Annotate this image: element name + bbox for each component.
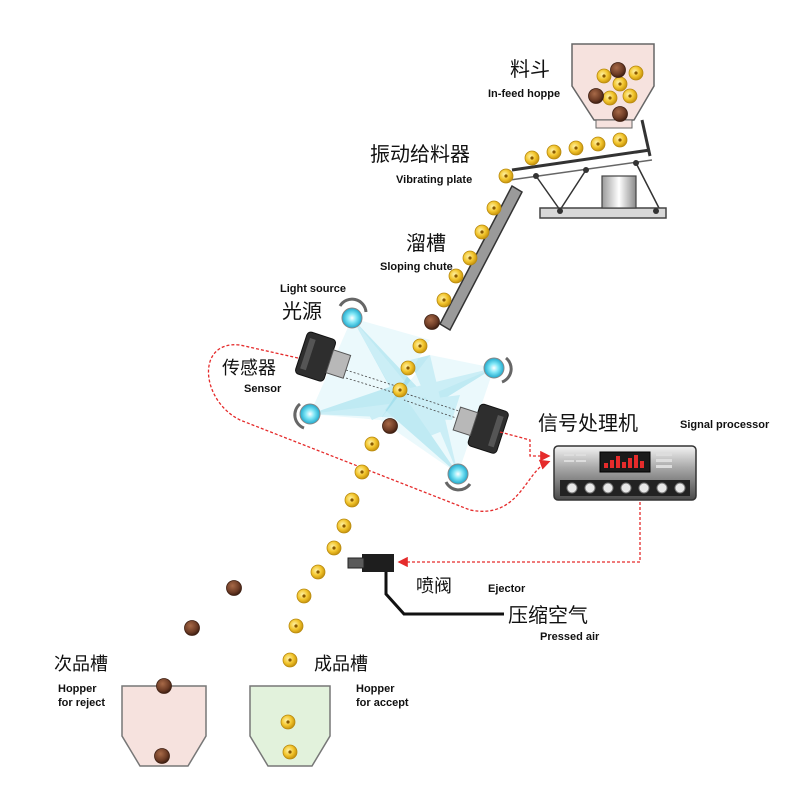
grain-icon-center xyxy=(634,71,638,75)
label-hopper: 料斗 In-feed hoppe xyxy=(488,57,560,100)
grain-icon-defective xyxy=(612,106,628,122)
camera-sensor-icon-right xyxy=(452,403,509,454)
accept-hopper-label-en1: Hopper xyxy=(356,683,395,695)
label-chute: 溜槽 Sloping chute xyxy=(380,231,453,273)
reject-hopper-label-zh: 次品槽 xyxy=(54,654,108,675)
label-vibrating-plate: 振动给料器 Vibrating plate xyxy=(370,142,472,186)
sloping-chute xyxy=(439,184,523,332)
vibrating-plate-label-en: Vibrating plate xyxy=(396,174,472,186)
grain-icon-center xyxy=(492,206,496,210)
grain-icon-defective xyxy=(424,314,440,330)
lamp-icon-right xyxy=(483,356,513,384)
label-sensor: 传感器 Sensor xyxy=(222,358,282,395)
lamp-icon-left xyxy=(293,402,321,430)
grain-icon-center xyxy=(530,156,534,160)
grain-icon-defective xyxy=(226,580,242,596)
ejector-valve-icon xyxy=(347,554,504,616)
grain-icon-center xyxy=(294,624,298,628)
grain-icon-center xyxy=(602,74,606,78)
grain-icon-center xyxy=(596,142,600,146)
chute-label-en: Sloping chute xyxy=(380,261,453,273)
sensor-label-zh: 传感器 xyxy=(222,358,276,379)
grain-icon-center xyxy=(574,146,578,150)
grain-icon-center xyxy=(398,388,402,392)
grain-icon-center xyxy=(552,150,556,154)
grain-icon-defective xyxy=(610,62,626,78)
label-pressed-air: 压缩空气 Pressed air xyxy=(508,603,600,643)
grain-icon-center xyxy=(442,298,446,302)
grain-icon-center xyxy=(418,344,422,348)
signal-processor-icon xyxy=(553,445,697,501)
lamp-icon-top xyxy=(338,297,368,329)
grain-icon-defective xyxy=(184,620,200,636)
grain-icon-defective xyxy=(154,748,170,764)
reject-hopper-label-en2: for reject xyxy=(58,697,105,709)
hopper-label-zh: 料斗 xyxy=(510,57,550,81)
grain-icon-center xyxy=(288,750,292,754)
reject-hopper-label-en1: Hopper xyxy=(58,683,97,695)
light-source-label-zh: 光源 xyxy=(282,299,322,323)
vibrating-plate-label-zh: 振动给料器 xyxy=(370,142,470,166)
reject-hopper xyxy=(121,685,207,767)
light-beams xyxy=(310,318,494,474)
grain-icon-center xyxy=(480,230,484,234)
pressed-air-label-en: Pressed air xyxy=(540,631,600,643)
sensor-sight-lines xyxy=(345,369,463,421)
light-source-label-en: Light source xyxy=(280,283,346,295)
accept-hopper-label-en2: for accept xyxy=(356,697,409,709)
sensor-label-en: Sensor xyxy=(244,383,282,395)
grain-icon-defective xyxy=(382,418,398,434)
label-light-source: Light source 光源 xyxy=(280,283,346,323)
hopper-label-en: In-feed hoppe xyxy=(488,88,560,100)
pressed-air-label-zh: 压缩空气 xyxy=(508,603,588,627)
label-reject-hopper: 次品槽 Hopper for reject xyxy=(54,654,108,709)
grain-icon-center xyxy=(302,594,306,598)
ejector-label-en: Ejector xyxy=(488,583,526,595)
label-ejector: 喷阀 Ejector xyxy=(416,576,526,597)
grain-icon-center xyxy=(628,94,632,98)
grain-icon-center xyxy=(288,658,292,662)
grain-icon-defective xyxy=(588,88,604,104)
grain-icon-center xyxy=(618,138,622,142)
accept-hopper-label-zh: 成品槽 xyxy=(314,654,368,675)
label-signal-processor: 信号处理机 Signal processor xyxy=(538,411,770,435)
grain-icon-center xyxy=(618,82,622,86)
grain-icon-center xyxy=(332,546,336,550)
lamp-icon-bottom xyxy=(444,463,472,492)
vibrating-feeder xyxy=(509,119,667,219)
grain-flow xyxy=(154,62,644,764)
camera-sensor-icon-left xyxy=(295,331,352,382)
grain-icon-center xyxy=(286,720,290,724)
grain-icon-center xyxy=(468,256,472,260)
grain-icon-center xyxy=(454,274,458,278)
grain-icon-center xyxy=(608,96,612,100)
grain-icon-center xyxy=(360,470,364,474)
label-accept-hopper: 成品槽 Hopper for accept xyxy=(314,654,409,709)
grain-icon-center xyxy=(350,498,354,502)
grain-icon-center xyxy=(342,524,346,528)
grain-icon-center xyxy=(316,570,320,574)
grain-icon-center xyxy=(406,366,410,370)
grain-icon-defective xyxy=(156,678,172,694)
signal-wires xyxy=(207,344,641,568)
grain-icon-center xyxy=(504,174,508,178)
signal-processor-label-zh: 信号处理机 xyxy=(538,411,638,435)
grain-icon-center xyxy=(370,442,374,446)
chute-label-zh: 溜槽 xyxy=(406,231,446,255)
ejector-label-zh: 喷阀 xyxy=(416,576,452,597)
signal-processor-label-en: Signal processor xyxy=(680,419,770,431)
